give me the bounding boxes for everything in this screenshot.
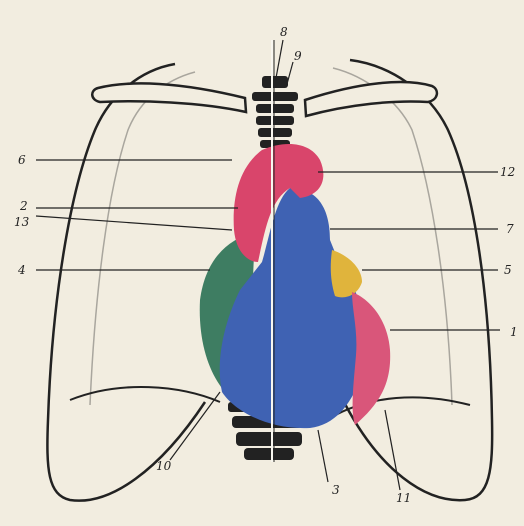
label-1: 1 [510, 326, 518, 338]
label-13: 13 [14, 216, 29, 228]
left-atrial-appendage [331, 250, 362, 297]
spine-upper [252, 76, 298, 148]
left-ventricle [352, 292, 390, 425]
label-5: 5 [504, 264, 512, 276]
right-clavicle [305, 82, 437, 116]
label-8: 8 [280, 26, 288, 38]
label-9: 9 [294, 50, 302, 62]
label-7: 7 [506, 223, 514, 235]
label-3: 3 [332, 484, 340, 496]
label-4: 4 [18, 264, 26, 276]
label-10: 10 [156, 460, 171, 472]
label-12: 12 [500, 166, 515, 178]
label-2: 2 [20, 200, 28, 212]
label-6: 6 [18, 154, 26, 166]
label-11: 11 [396, 492, 411, 504]
left-clavicle [92, 83, 246, 112]
